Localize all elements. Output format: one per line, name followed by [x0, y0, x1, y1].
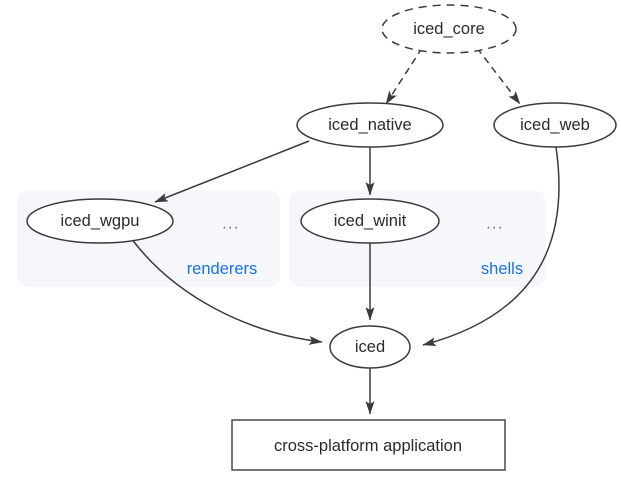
- edge-iced-native-to-iced-wgpu: [154, 140, 310, 203]
- node-iced-web-shape: [493, 102, 617, 148]
- node-iced-core-label: iced_core: [413, 20, 485, 38]
- node-cross-platform-application-label: cross-platform application: [274, 437, 462, 455]
- shells-ellipsis: ...: [486, 216, 504, 233]
- node-iced-winit-shape: [300, 198, 440, 244]
- node-iced-shape: [329, 325, 411, 369]
- edge-iced-wgpu-to-iced: [130, 237, 323, 345]
- node-iced-native-shape: [296, 102, 444, 148]
- node-iced-wgpu[interactable]: iced_wgpu: [26, 198, 174, 244]
- node-cross-platform-application-shape: [231, 419, 506, 471]
- node-iced-wgpu-shape: [26, 198, 174, 244]
- edge-iced-core-to-iced-web: [476, 47, 521, 105]
- node-iced[interactable]: iced: [329, 325, 411, 369]
- node-iced-winit-label: iced_winit: [334, 212, 407, 230]
- edge-iced-core-to-iced-native: [385, 47, 423, 105]
- node-iced-core[interactable]: iced_core: [381, 4, 517, 54]
- node-iced-web[interactable]: iced_web: [493, 102, 617, 148]
- node-iced-native-label: iced_native: [328, 116, 411, 134]
- node-iced-native[interactable]: iced_native: [296, 102, 444, 148]
- group-label-renderers: renderers: [187, 260, 258, 278]
- node-iced-wgpu-label: iced_wgpu: [61, 212, 140, 230]
- renderers-ellipsis: ...: [222, 216, 240, 233]
- node-iced-web-label: iced_web: [520, 116, 590, 134]
- node-iced-label: iced: [355, 338, 385, 356]
- edge-iced-web-to-iced: [422, 146, 560, 347]
- group-label-shells: shells: [481, 260, 523, 278]
- node-cross-platform-application[interactable]: cross-platform application: [231, 419, 506, 471]
- node-iced-core-shape: [381, 4, 517, 54]
- node-iced-winit[interactable]: iced_winit: [300, 198, 440, 244]
